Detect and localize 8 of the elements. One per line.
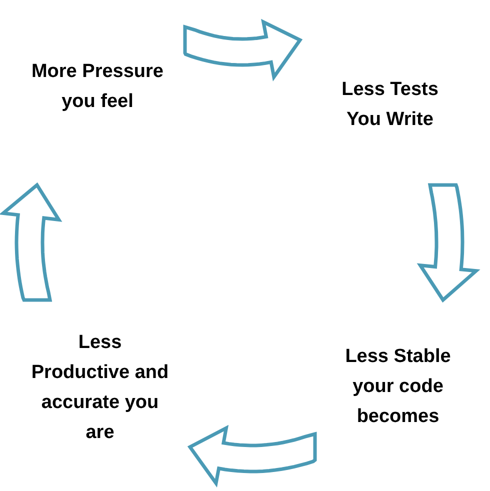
cycle-step-text: Less Tests You Write [340, 78, 440, 132]
cycle-step-text: Less Stable your code becomes [344, 345, 452, 429]
curved-block-arrow [187, 424, 317, 488]
curved-block-arrow [0, 182, 62, 302]
curved-block-arrow [183, 18, 303, 82]
cycle-step-text: More Pressure you feel [30, 60, 164, 114]
cycle-step-text: Less Productive and accurate you are [30, 331, 170, 445]
curved-block-arrow [416, 183, 480, 303]
